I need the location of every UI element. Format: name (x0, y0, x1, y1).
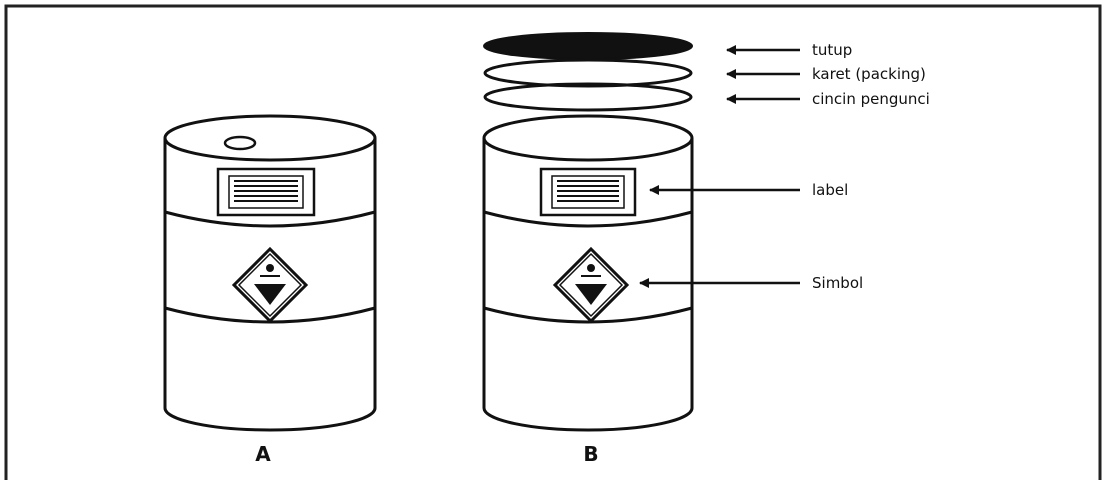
frame-border (4, 4, 1102, 480)
lid-tutup (483, 32, 693, 60)
drum-a-label-plate (216, 167, 316, 217)
callout-cincin: cincin pengunci (812, 90, 930, 108)
callout-tutup: tutup (812, 41, 852, 59)
caption-drum-b: B (583, 442, 598, 466)
caption-drum-a: A (255, 442, 271, 466)
drum-a-hazard-symbol (231, 246, 309, 324)
locking-ring-cincin (483, 82, 693, 112)
callout-label: label (812, 181, 848, 199)
drum-a (163, 114, 377, 432)
drum-b-top (482, 114, 694, 162)
callout-simbol: Simbol (812, 274, 863, 292)
callout-karet: karet (packing) (812, 65, 926, 83)
drum-a-top (163, 114, 377, 162)
drum-b-label-plate (539, 167, 637, 217)
drum-a-rib-upper (164, 210, 376, 228)
drum-a-bung-cap (223, 135, 257, 151)
gasket-karet (483, 58, 693, 88)
drum-b-rib-lower (483, 306, 693, 324)
drum-b-hazard-symbol (552, 246, 630, 324)
drum-b-rib-upper (483, 210, 693, 228)
drum-b (482, 32, 694, 432)
